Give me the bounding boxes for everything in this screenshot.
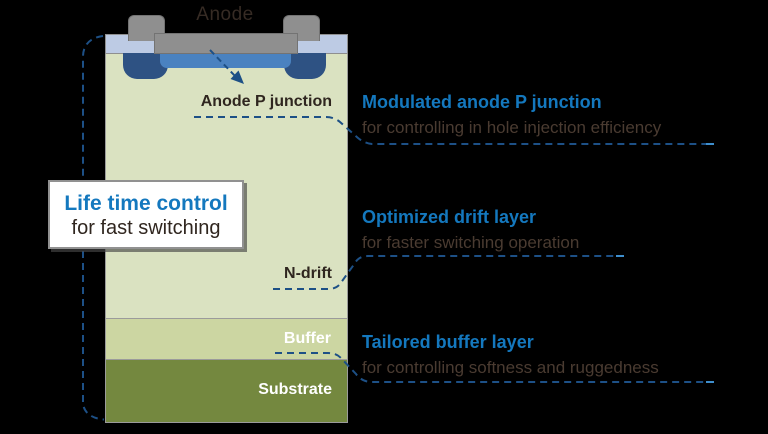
lifetime-control-callout: Life time control for fast switching [48,180,244,249]
lifetime-control-subtitle: for fast switching [71,217,221,239]
annotation-subtitle: for controlling softness and ruggedness [362,358,659,377]
annotation-subtitle: for faster switching operation [362,233,580,252]
n-drift-label: N-drift [284,265,332,282]
substrate-layer [106,360,347,422]
anode-p-junction-arrow-line [209,49,236,77]
lifetime-control-title: Life time control [64,192,228,215]
anode-p-junction-layer [160,53,291,68]
annotation-modulated-anode-p-junction: Modulated anode P junction for controlli… [362,91,762,138]
connector-buffer [275,352,713,383]
anode-p-junction-label: Anode P junction [200,93,332,110]
buffer-label: Buffer [283,330,331,347]
annotation-optimized-drift-layer: Optimized drift layer for faster switchi… [362,206,762,253]
connector-anode-p-junction [194,116,713,145]
anode-label: Anode [196,4,254,25]
annotation-title: Optimized drift layer [362,207,537,227]
callout-connector-bottom [82,251,105,421]
callout-connector-top [82,35,104,179]
arrow-head [230,70,244,84]
annotation-title: Modulated anode P junction [362,92,602,112]
annotation-title: Tailored buffer layer [362,332,534,352]
annotation-tailored-buffer-layer: Tailored buffer layer for controlling so… [362,331,762,378]
anode-metal-bar [154,33,298,54]
p-guard-region-right [284,53,326,79]
buffer-layer [106,318,347,360]
substrate-label: Substrate [258,381,332,398]
annotation-subtitle: for controlling in hole injection effici… [362,118,662,137]
